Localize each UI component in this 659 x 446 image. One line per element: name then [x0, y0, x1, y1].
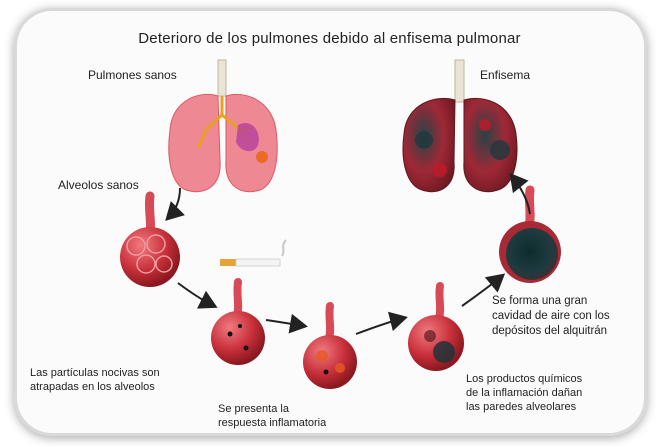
cigarette-icon — [220, 239, 287, 267]
emphysema-lungs-illustration — [402, 59, 518, 193]
label-step1-line2: atrapadas en los alveolos — [30, 381, 155, 393]
label-step4: Se forma una gran cavidad de aire con lo… — [492, 294, 610, 339]
arrow-step3-to-step4 — [461, 273, 506, 307]
label-step3: Los productos químicos de la inflamación… — [466, 372, 582, 414]
label-step3-line1: Los productos químicos — [466, 373, 583, 385]
arrow-step2-to-step3 — [355, 311, 408, 335]
label-step1-line1: Las partículas nocivas son — [30, 367, 160, 379]
label-step3-line2: de la inflamación dañan — [466, 387, 583, 399]
label-step2-line1: Se presenta la — [218, 403, 289, 415]
alveoli-step1 — [211, 278, 265, 365]
label-healthy-lungs: Pulmones sanos — [88, 68, 177, 82]
arrow-lungs-to-alveoli — [165, 187, 185, 221]
label-healthy-alveoli: Alveolos sanos — [58, 178, 139, 192]
label-step4-line1: Se forma una gran — [492, 295, 588, 307]
label-step4-line3: depósitos del alquitrán — [492, 325, 608, 337]
diagram-title: Deterioro de los pulmones debido al enfi… — [138, 30, 521, 47]
label-step2-line2: respuesta inflamatoria — [218, 417, 327, 429]
alveoli-step3 — [408, 282, 464, 371]
label-step2: Se presenta la respuesta inflamatoria — [218, 402, 326, 430]
arrow-alveoli-to-step1 — [177, 282, 218, 309]
label-step1: Las partículas nocivas son atrapadas en … — [30, 366, 160, 394]
healthy-lungs-illustration — [168, 59, 278, 193]
label-step4-line2: cavidad de aire con los — [492, 310, 610, 322]
arrow-step1-to-step2 — [265, 313, 308, 334]
arrow-step4-to-emphysema — [509, 172, 531, 215]
alveoli-step2 — [303, 302, 357, 389]
healthy-alveoli-cluster — [120, 191, 180, 287]
label-emphysema: Enfisema — [480, 68, 531, 82]
label-step3-line3: las paredes alveolares — [466, 401, 577, 413]
alveoli-step4 — [499, 185, 561, 283]
